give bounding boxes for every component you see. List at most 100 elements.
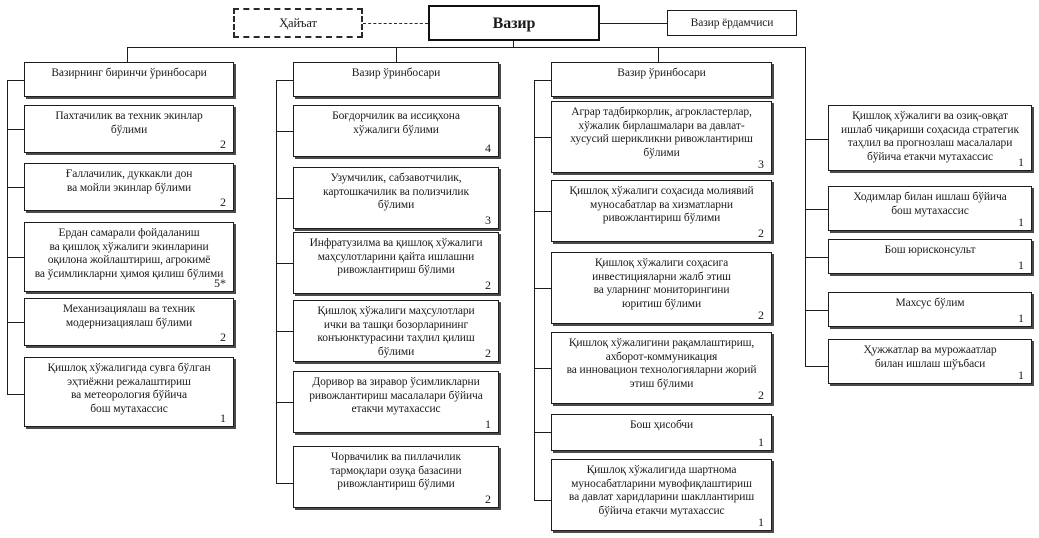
minister-label: Вазир: [492, 15, 536, 32]
column-3-item-5-count: 1: [758, 435, 764, 449]
column-1-stub-1: [7, 129, 24, 130]
bus-drop-col4: [805, 47, 806, 116]
assistant-label: Вазир ёрдамчиси: [690, 17, 774, 30]
column-2-stub-5: [276, 402, 293, 403]
minister-to-assistant-connector: [600, 23, 667, 24]
column-3-item-4-label: Қишлоқ хўжалигини рақамлаштириш,ахборот-…: [566, 337, 757, 390]
column-3-item-1-count: 3: [758, 157, 764, 171]
board-to-minister-connector: [363, 23, 428, 24]
column-4-spine: [805, 116, 806, 366]
column-4-item-3[interactable]: Бош юрисконсульт 1: [828, 239, 1032, 274]
column-3-head[interactable]: Вазир ўринбосари: [551, 62, 772, 97]
column-3-stub-3: [534, 288, 551, 289]
column-1-head-label: Вазирнинг биринчи ўринбосари: [51, 67, 207, 79]
column-3-spine: [534, 80, 535, 500]
column-2-spine: [276, 80, 277, 483]
assistant-box[interactable]: Вазир ёрдамчиси: [667, 10, 797, 36]
column-1-stub-2: [7, 187, 24, 188]
column-3-item-4[interactable]: Қишлоқ хўжалигини рақамлаштириш,ахборот-…: [551, 332, 772, 404]
column-1-head[interactable]: Вазирнинг биринчи ўринбосари: [24, 62, 234, 97]
column-3-stub-2: [534, 211, 551, 212]
column-2-item-6-count: 2: [485, 492, 491, 506]
column-3-item-1-label: Аграр тадбиркорлик, агрокластерлар,хўжал…: [570, 106, 753, 159]
bus-drop-col1: [127, 47, 128, 62]
column-1-item-2-count: 2: [220, 195, 226, 209]
board-box[interactable]: Ҳайъат: [233, 8, 363, 38]
column-2-stub-3: [276, 263, 293, 264]
column-2-stub-head: [276, 80, 293, 81]
column-2-head[interactable]: Вазир ўринбосари: [293, 62, 499, 97]
column-1-stub-4: [7, 322, 24, 323]
main-bus-line: [127, 47, 806, 48]
column-2-item-5-count: 1: [485, 417, 491, 431]
column-3-item-4-count: 2: [758, 388, 764, 402]
column-3-stub-head: [534, 80, 551, 81]
column-4-item-1-count: 1: [1018, 155, 1024, 169]
column-2-stub-2: [276, 198, 293, 199]
column-3-item-6-count: 1: [758, 515, 764, 529]
column-4-item-4-count: 1: [1018, 311, 1024, 325]
column-2-stub-6: [276, 483, 293, 484]
column-3-stub-5: [534, 432, 551, 433]
column-4-stub-1: [805, 139, 828, 140]
minister-down-stem: [513, 41, 514, 48]
column-3-item-2-count: 2: [758, 226, 764, 240]
column-1-stub-5: [7, 394, 24, 395]
column-4-stub-4: [805, 310, 828, 311]
bus-drop-col2: [396, 47, 397, 62]
column-2-item-4-count: 2: [485, 346, 491, 360]
column-1-item-3-count: 5*: [214, 276, 226, 290]
column-3-stub-6: [534, 500, 551, 501]
minister-box[interactable]: Вазир: [428, 5, 600, 41]
column-4-item-2-count: 1: [1018, 215, 1024, 229]
column-3-stub-1: [534, 137, 551, 138]
column-3-stub-4: [534, 368, 551, 369]
column-3-item-5[interactable]: Бош ҳисобчи 1: [551, 414, 772, 451]
bus-drop-col3: [658, 47, 659, 62]
column-4-item-3-count: 1: [1018, 258, 1024, 272]
column-4-stub-3: [805, 257, 828, 258]
column-4-item-5-count: 1: [1018, 368, 1024, 382]
column-2-stub-1: [276, 131, 293, 132]
column-2-item-2[interactable]: Узумчилик, сабзавотчилик,картошкачилик в…: [293, 167, 499, 229]
board-label: Ҳайъат: [279, 16, 317, 31]
column-2-head-label: Вазир ўринбосари: [351, 67, 441, 79]
column-3-item-1[interactable]: Аграр тадбиркорлик, агрокластерлар,хўжал…: [551, 101, 772, 173]
column-2-item-2-count: 3: [485, 213, 491, 227]
column-3-head-label: Вазир ўринбосари: [617, 67, 706, 79]
column-4-item-4[interactable]: Махсус бўлим 1: [828, 292, 1032, 327]
column-4-stub-2: [805, 209, 828, 210]
